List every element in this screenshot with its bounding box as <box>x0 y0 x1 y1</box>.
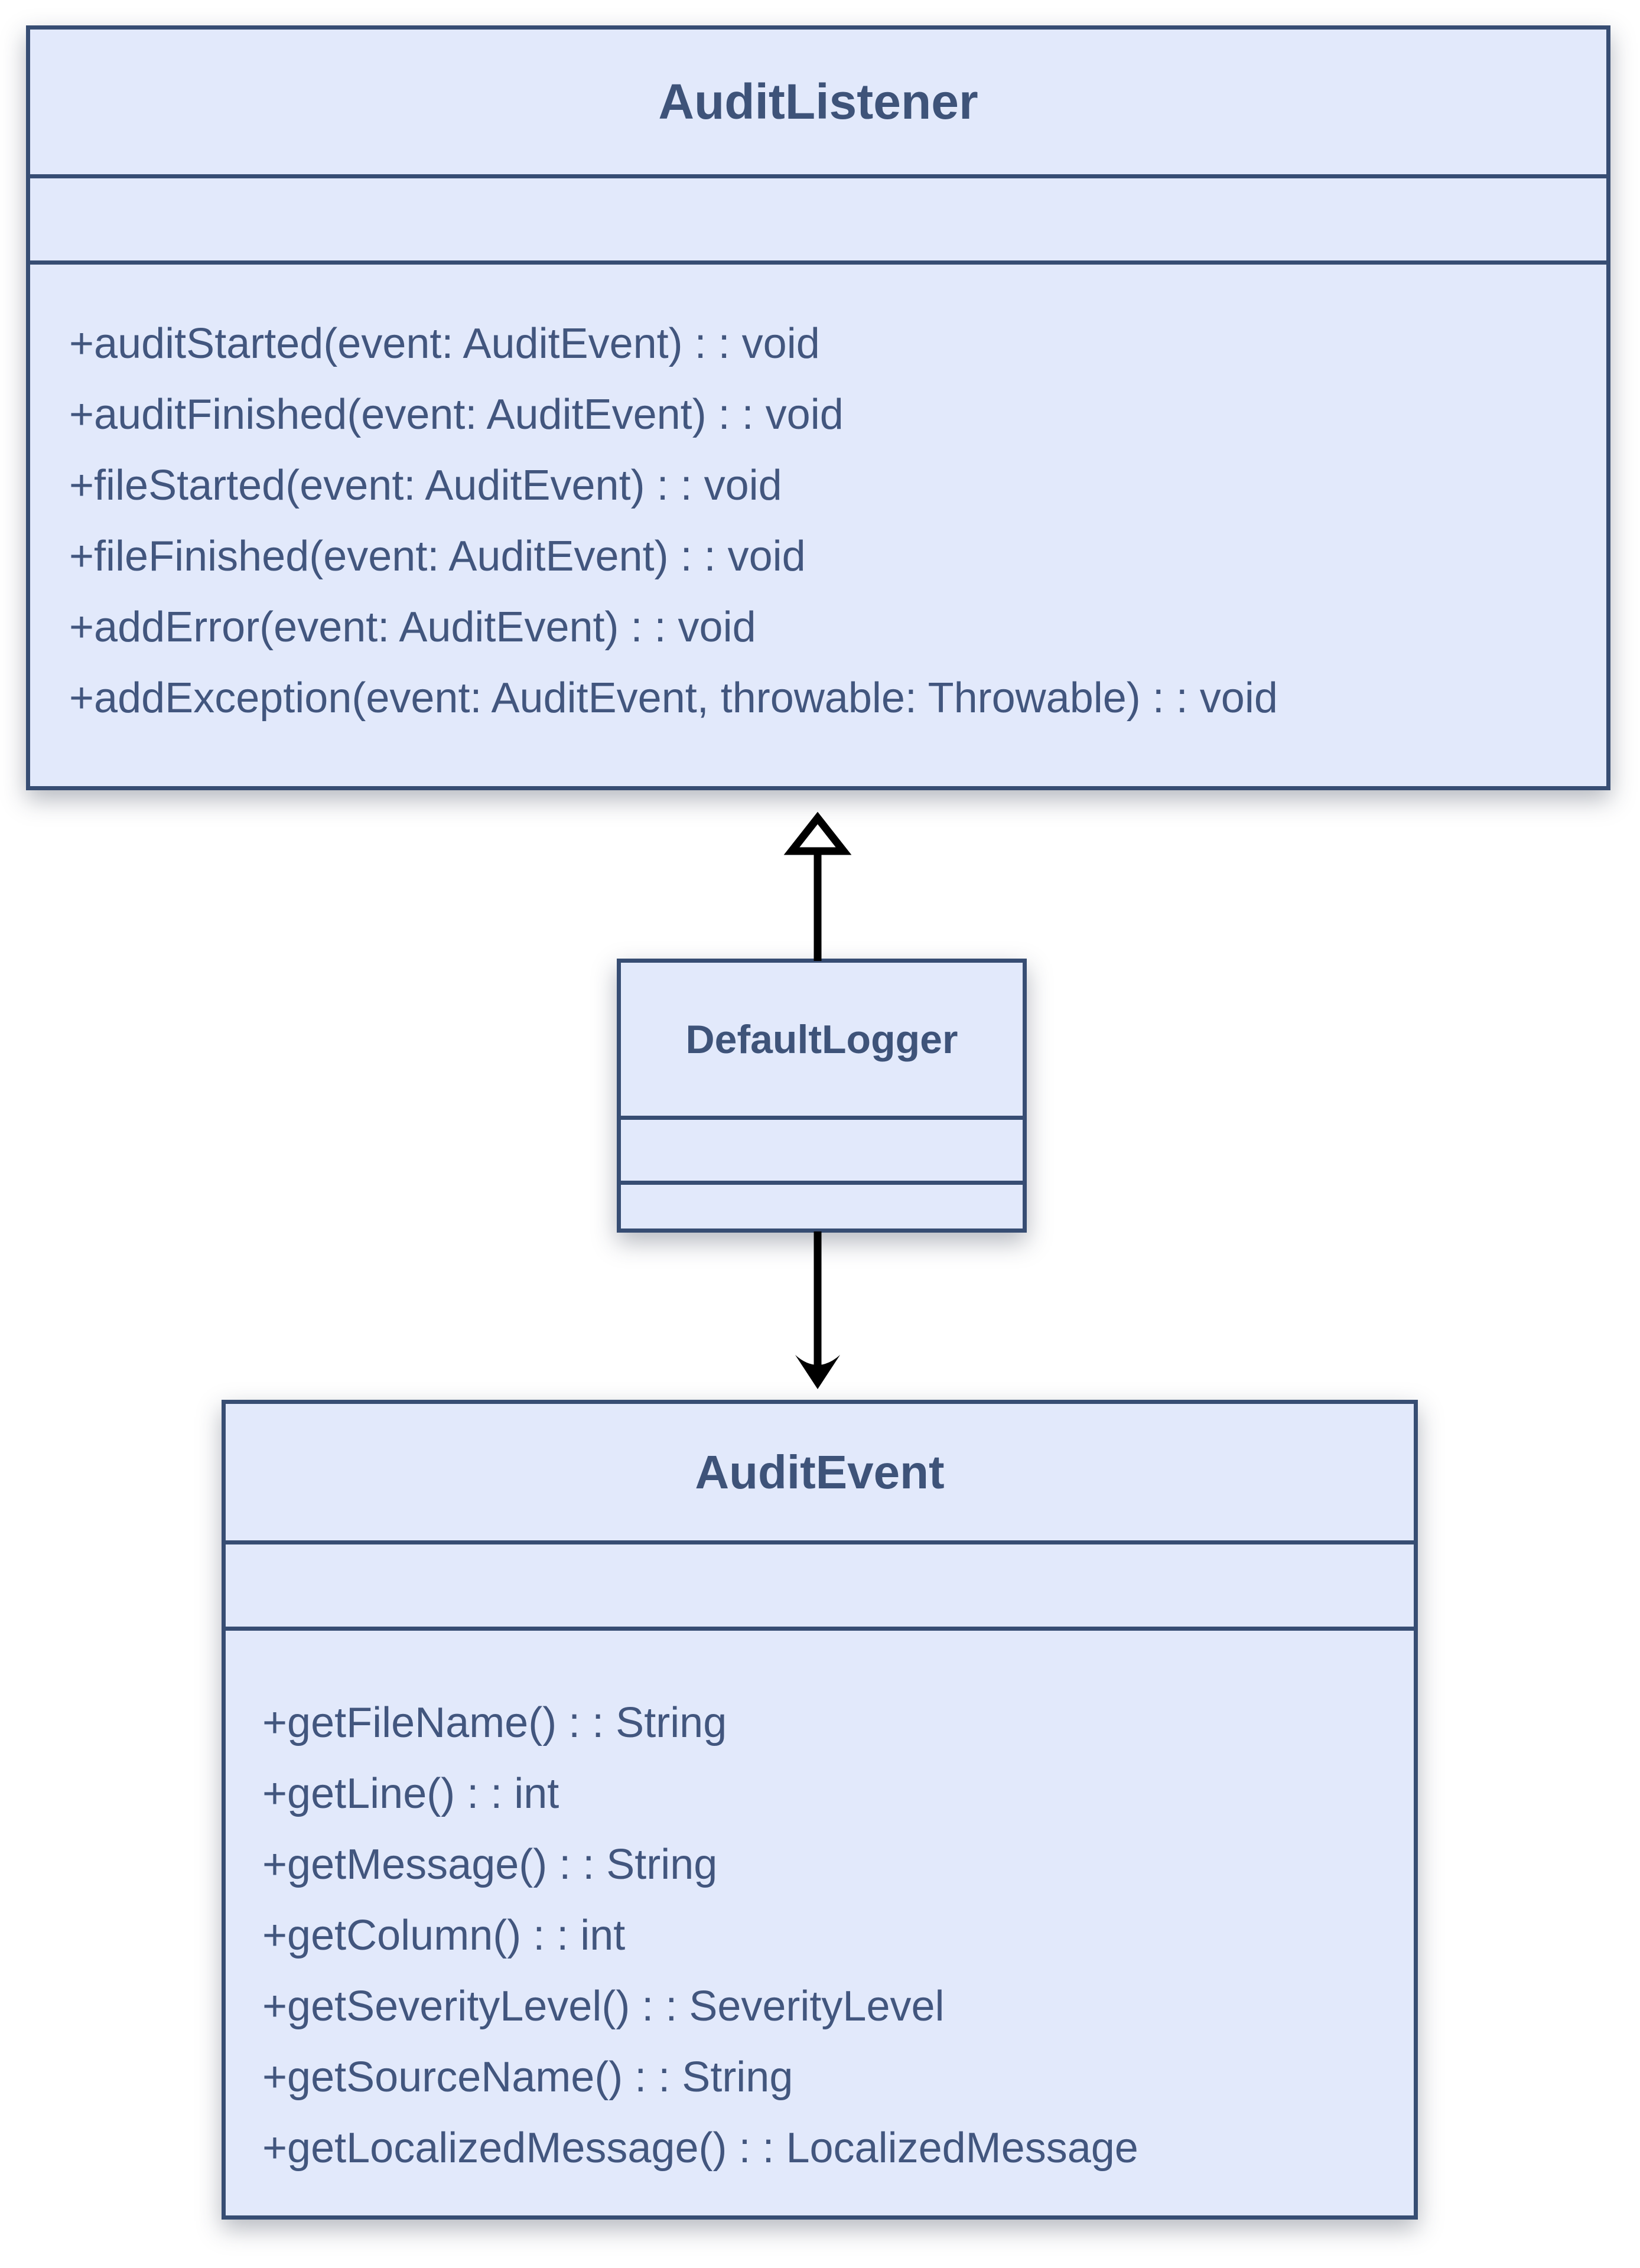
method-line: +getMessage() : : String <box>262 1841 718 1888</box>
method-line: +getFileName() : : String <box>262 1699 727 1746</box>
attributes-compartment <box>30 174 1606 260</box>
class-title: AuditListener <box>658 74 978 129</box>
class-box-audit-listener: AuditListener +auditStarted(event: Audit… <box>26 25 1610 790</box>
class-box-default-logger: DefaultLogger <box>617 959 1027 1233</box>
method-line: +fileFinished(event: AuditEvent) : : voi… <box>69 533 806 580</box>
method-line: +addError(event: AuditEvent) : : void <box>69 604 756 651</box>
association-arrow <box>795 1231 840 1389</box>
generalization-arrow <box>783 812 852 961</box>
class-title: AuditEvent <box>695 1445 945 1498</box>
method-line: +auditFinished(event: AuditEvent) : : vo… <box>69 391 844 438</box>
method-line: +getSourceName() : : String <box>262 2054 793 2101</box>
attributes-compartment <box>621 1116 1023 1181</box>
method-line: +getLocalizedMessage() : : LocalizedMess… <box>262 2124 1138 2172</box>
method-line: +getColumn() : : int <box>262 1912 626 1959</box>
method-line: +addException(event: AuditEvent, throwab… <box>69 674 1278 722</box>
method-line: +auditStarted(event: AuditEvent) : : voi… <box>69 320 820 367</box>
method-line: +getLine() : : int <box>262 1770 559 1817</box>
methods-compartment: +getFileName() : : String +getLine() : :… <box>226 1627 1414 2215</box>
attributes-compartment <box>226 1540 1414 1627</box>
method-line: +fileStarted(event: AuditEvent) : : void <box>69 462 782 509</box>
class-box-audit-event: AuditEvent +getFileName() : : String +ge… <box>222 1400 1418 2220</box>
methods-compartment <box>621 1181 1023 1228</box>
method-line: +getSeverityLevel() : : SeverityLevel <box>262 1983 945 2030</box>
class-title: DefaultLogger <box>685 1016 958 1062</box>
methods-compartment: +auditStarted(event: AuditEvent) : : voi… <box>30 260 1606 786</box>
